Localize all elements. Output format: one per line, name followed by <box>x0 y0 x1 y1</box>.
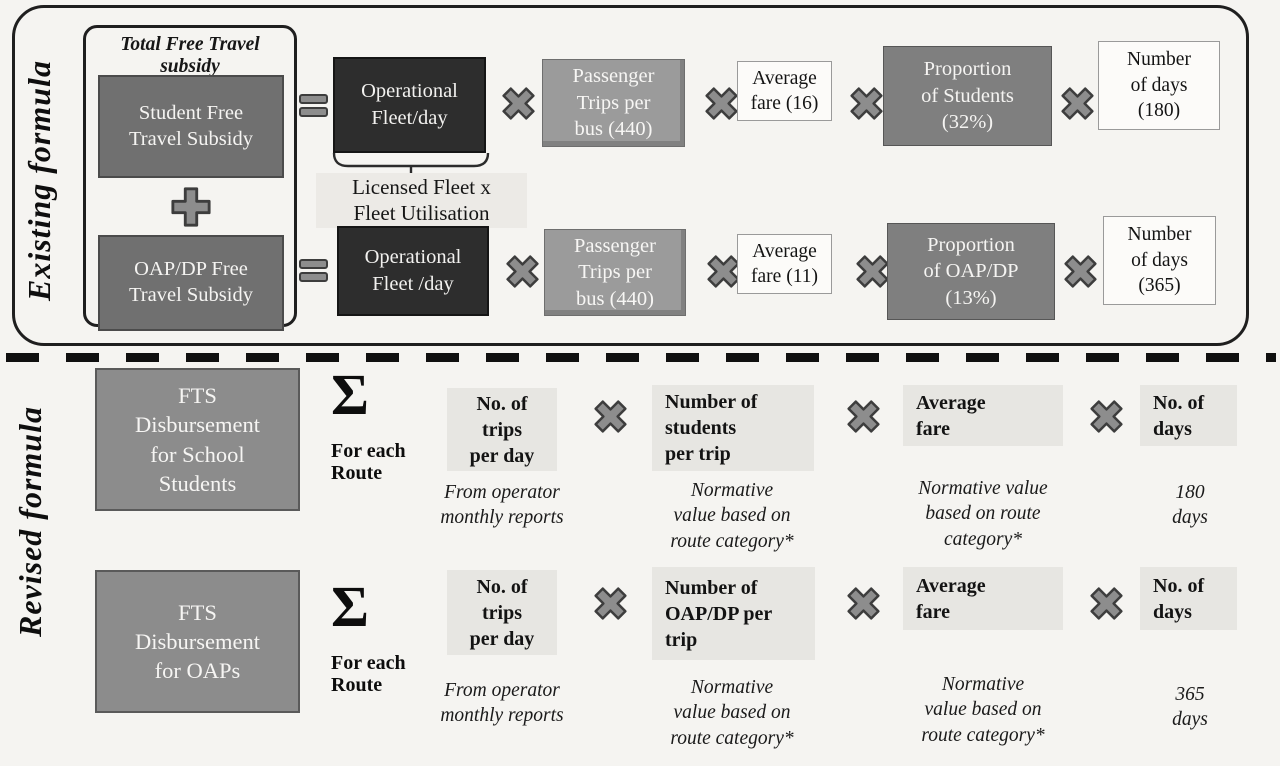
existing-formula-section: Existing formula Total Free Travel subsi… <box>12 5 1249 346</box>
equals-icon <box>299 259 328 282</box>
students-normative-note: Normative value based on route category* <box>670 480 794 552</box>
multiply-icon <box>1061 87 1094 120</box>
multiply-icon <box>850 87 883 120</box>
multiply-icon <box>847 587 880 620</box>
days-value-note-oaps: 365 days <box>1172 684 1208 731</box>
student-subsidy-box: Student Free Travel Subsidy <box>98 75 284 178</box>
oap-subsidy-box: OAP/DP Free Travel Subsidy <box>98 235 284 331</box>
existing-section-label: Existing formula <box>21 60 57 301</box>
average-fare-box-students-revised: Average fare <box>903 385 1063 446</box>
total-subsidy-group: Total Free Travel subsidy Student Free T… <box>83 25 297 331</box>
fts-disbursement-oaps-box: FTS Disbursement for OAPs <box>95 570 300 713</box>
equals-icon <box>299 94 328 117</box>
days-box-oaps-revised: No. of days <box>1140 567 1237 630</box>
section-divider <box>6 353 1276 362</box>
average-fare-box-oaps-revised: Average fare <box>903 567 1063 630</box>
days-value-note-students: 180 days <box>1172 482 1208 529</box>
fare-normative-note-students: Normative value based on route category* <box>918 478 1048 550</box>
multiply-icon <box>1090 400 1123 433</box>
trips-per-day-box-students: No. of trips per day <box>447 388 557 471</box>
revised-section-label: Revised formula <box>12 406 48 638</box>
days-box-students-revised: No. of days <box>1140 385 1237 446</box>
total-subsidy-title: Total Free Travel subsidy <box>120 34 260 78</box>
sigma-symbol: Σ <box>331 362 369 427</box>
operational-fleet-box-oap: Operational Fleet /day <box>337 226 489 316</box>
multiply-icon <box>705 87 738 120</box>
fts-disbursement-students-box: FTS Disbursement for School Students <box>95 368 300 511</box>
trips-source-note-oaps: From operator monthly reports <box>440 680 564 727</box>
average-fare-box-oap: Average fare (11) <box>737 234 832 294</box>
oap-normative-note: Normative value based on route category* <box>670 677 794 749</box>
multiply-icon <box>594 587 627 620</box>
multiply-icon <box>506 255 539 288</box>
multiply-icon <box>707 255 740 288</box>
trips-source-note-students: From operator monthly reports <box>440 482 564 529</box>
multiply-icon <box>847 400 880 433</box>
sigma-label: For each Route <box>331 440 406 484</box>
multiply-icon <box>594 400 627 433</box>
multiply-icon <box>1064 255 1097 288</box>
operational-fleet-box-students: Operational Fleet/day <box>333 57 486 153</box>
average-fare-box-students: Average fare (16) <box>737 61 832 121</box>
number-days-box-oap: Number of days (365) <box>1103 216 1216 305</box>
fare-normative-note-oaps: Normative value based on route category* <box>921 674 1045 746</box>
proportion-students-box: Proportion of Students (32%) <box>883 46 1052 146</box>
fleet-utilisation-note: Licensed Fleet x Fleet Utilisation <box>316 173 527 229</box>
multiply-icon <box>502 87 535 120</box>
students-per-trip-box: Number of students per trip <box>652 385 814 471</box>
multiply-icon <box>856 255 889 288</box>
proportion-oap-box: Proportion of OAP/DP (13%) <box>887 223 1055 320</box>
trips-per-day-box-oaps: No. of trips per day <box>447 570 557 655</box>
passenger-trips-box-students: Passenger Trips per bus (440) <box>542 59 685 147</box>
sigma-label: For each Route <box>331 652 406 696</box>
oap-per-trip-box: Number of OAP/DP per trip <box>652 567 815 660</box>
sigma-symbol: Σ <box>331 574 369 639</box>
multiply-icon <box>1090 587 1123 620</box>
number-days-box-students: Number of days (180) <box>1098 41 1220 130</box>
passenger-trips-box-oap: Passenger Trips per bus (440) <box>544 229 686 316</box>
plus-icon <box>171 187 211 227</box>
